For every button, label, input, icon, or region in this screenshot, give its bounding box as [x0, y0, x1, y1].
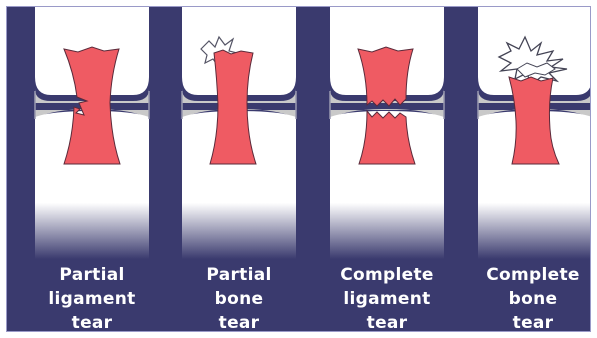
ligament-partial-tear	[64, 47, 120, 164]
panel-partial-ligament-tear	[35, 7, 149, 259]
caption-line: ligament	[322, 287, 452, 311]
caption-line: Complete	[322, 263, 452, 287]
panel-complete-ligament-tear	[330, 7, 444, 259]
caption-partial-bone-tear: Partial bone tear	[174, 263, 304, 332]
caption-line: bone	[468, 287, 591, 311]
caption-line: Partial	[174, 263, 304, 287]
ligament-upper-torn-end	[358, 47, 413, 106]
caption-complete-bone-tear: Complete bone tear	[468, 263, 591, 332]
panel-partial-bone-tear	[182, 7, 296, 259]
caption-line: tear	[468, 311, 591, 332]
caption-line: Complete	[468, 263, 591, 287]
ligament-tear-diagram: Partial ligament tear Partial bone tear …	[6, 6, 591, 332]
caption-complete-ligament-tear: Complete ligament tear	[322, 263, 452, 332]
caption-line: bone	[174, 287, 304, 311]
caption-line: tear	[174, 311, 304, 332]
caption-line: Partial	[27, 263, 157, 287]
caption-line: tear	[27, 311, 157, 332]
caption-line: ligament	[27, 287, 157, 311]
ligament-bone-avulsion	[210, 50, 256, 164]
caption-partial-ligament-tear: Partial ligament tear	[27, 263, 157, 332]
panel-complete-bone-tear	[478, 7, 591, 259]
caption-line: tear	[322, 311, 452, 332]
